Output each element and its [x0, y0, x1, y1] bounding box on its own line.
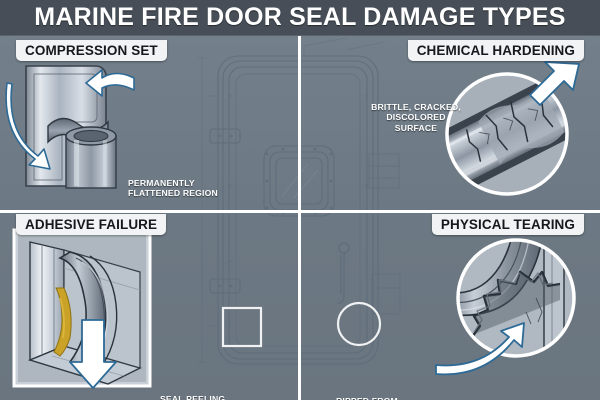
poster-title: MARINE FIRE DOOR SEAL DAMAGE TYPES [34, 3, 566, 31]
adhesive-failure-illustration [12, 228, 152, 389]
poster-header: MARINE FIRE DOOR SEAL DAMAGE TYPES [0, 0, 600, 36]
poster-body: COMPRESSION SET CHEMICAL HARDENING ADHES… [0, 36, 600, 400]
adhesive-arrow [69, 319, 117, 389]
compression-arrow-top [85, 69, 135, 97]
callout-compression-set: PERMANENTLY FLATTENED REGION [128, 178, 218, 199]
tearing-arrow [435, 322, 525, 376]
horizontal-divider [0, 210, 600, 213]
quadrant-label-chemical-hardening: CHEMICAL HARDENING [407, 40, 584, 61]
quadrant-label-adhesive-failure: ADHESIVE FAILURE [16, 214, 167, 235]
compression-arrow-left [5, 82, 51, 170]
blueprint-marker-square [221, 306, 263, 348]
quadrant-label-text: PHYSICAL TEARING [440, 217, 575, 232]
chemical-hardening-illustration [437, 58, 587, 210]
quadrant-label-compression-set: COMPRESSION SET [16, 40, 167, 61]
vertical-divider [298, 36, 301, 400]
quadrant-label-text: COMPRESSION SET [25, 43, 158, 58]
chemical-arrow [529, 61, 580, 106]
callout-adhesive-failure: SEAL PEELING FROM FRAME [160, 394, 226, 400]
quadrant-label-physical-tearing: PHYSICAL TEARING [431, 214, 584, 235]
blueprint-marker-circle [336, 301, 382, 347]
physical-tearing-illustration [435, 232, 586, 384]
callout-chemical-hardening: BRITTLE, CRACKED, DISCOLORED SURFACE [371, 102, 461, 133]
quadrant-label-text: CHEMICAL HARDENING [416, 43, 575, 58]
callout-physical-tearing: RIPPED FROM MECHANICAL IMPACT [336, 396, 432, 400]
quadrant-label-text: ADHESIVE FAILURE [25, 217, 158, 232]
compression-set-illustration [5, 60, 138, 192]
